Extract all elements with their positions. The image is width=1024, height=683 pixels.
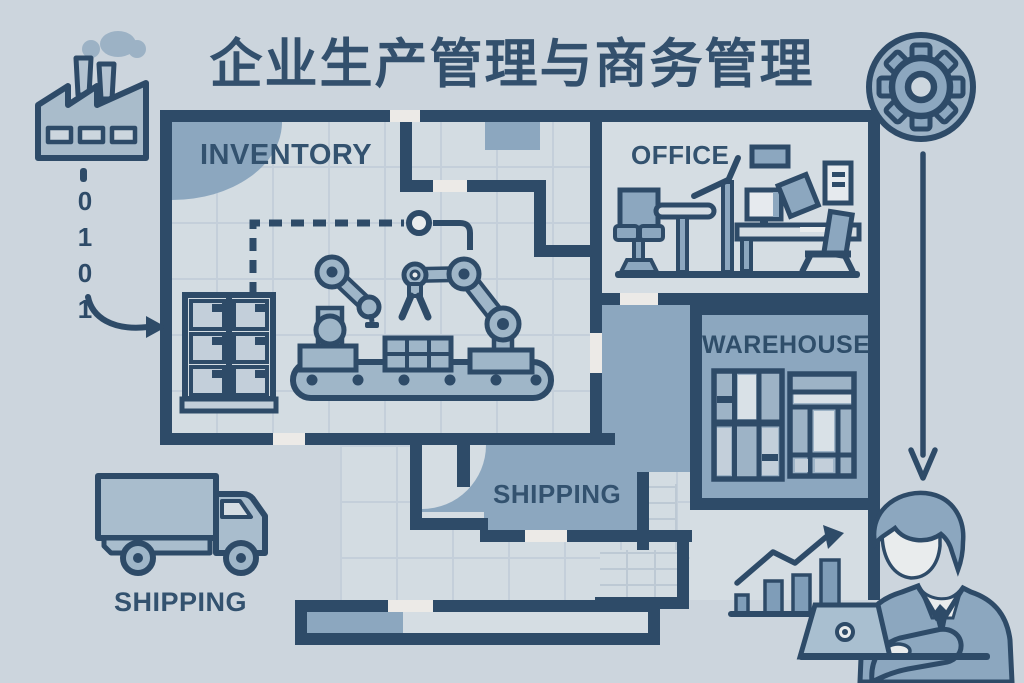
bottom-room-loading-zone — [307, 612, 403, 633]
corridor-floor-upper — [602, 305, 690, 472]
room-label-office: OFFICE — [631, 140, 730, 170]
wall-warehouse-bottom — [690, 498, 868, 510]
door-gap-main-vertical — [590, 333, 602, 373]
door-gap-inventory-bottom — [273, 433, 305, 445]
wall-warehouse-top — [690, 303, 868, 315]
room-label-shipping: SHIPPING — [493, 479, 622, 509]
wall-shipping-left — [410, 445, 422, 530]
standing-desk — [653, 155, 741, 274]
wall-left — [160, 110, 172, 445]
hair — [871, 490, 966, 577]
wall-notch-vertical-a — [400, 122, 412, 186]
room-label-inventory: INVENTORY — [200, 139, 373, 171]
wall-top — [160, 110, 880, 122]
wall-bottomroom-top — [295, 600, 660, 612]
door-gap-office-bottom — [620, 293, 658, 305]
smoke-icon — [82, 31, 146, 58]
page-title: 企业生产管理与商务管理 — [209, 35, 815, 94]
wall-bottomroom-bottom — [295, 633, 660, 645]
curved-arrow-icon — [85, 294, 166, 338]
gear-icon — [876, 42, 966, 132]
office-chair-left — [613, 187, 665, 274]
wall-shipping-step — [410, 518, 488, 530]
wall-nook-left — [637, 472, 649, 550]
door-gap-top-wall — [390, 110, 420, 122]
door-gap-bottomroom — [388, 600, 433, 612]
wall-shipping-bottom — [480, 530, 692, 542]
hallway-deco-square — [485, 122, 540, 150]
room-label-warehouse: WAREHOUSE — [702, 331, 871, 359]
wall-notch-horizontal-d — [534, 245, 602, 257]
door-gap-shipping-bottom — [525, 530, 567, 542]
laptop-icon — [796, 602, 894, 660]
wall-office-bottom — [602, 293, 868, 305]
wall-stub-a — [457, 445, 470, 487]
door-gap-notch — [433, 180, 467, 192]
factory-icon — [35, 31, 149, 161]
shipping-caption: SHIPPING — [114, 587, 248, 617]
tilted-screen — [774, 171, 822, 220]
desk-line — [798, 653, 990, 660]
businessman-laptop-icon — [728, 490, 1015, 683]
storage-shelf-icon — [179, 292, 279, 414]
wall-notch-vertical-c — [534, 180, 546, 257]
data-stream-tick — [80, 168, 87, 182]
robot-arm-left-icon — [297, 254, 382, 373]
office-floor-line — [615, 271, 860, 278]
belt-crates — [382, 335, 454, 373]
wall-warehouse-left — [690, 303, 702, 510]
down-arrow-icon — [908, 151, 938, 481]
robot-arm-right-icon — [398, 256, 535, 375]
wall-notch-horizontal-b — [400, 180, 546, 192]
wall-shipping-top — [410, 433, 615, 445]
wall-right — [868, 110, 880, 600]
office-desk-icon — [613, 144, 862, 278]
wall-inventory-bottom — [160, 433, 470, 445]
process-path — [249, 210, 473, 295]
wall-picture — [749, 144, 791, 169]
binary-data-stream: 0101 — [70, 186, 100, 330]
inventory-scene — [179, 210, 554, 414]
warehouse-rack-icon — [711, 368, 857, 482]
office-chair-right — [799, 208, 856, 274]
brick-floor-patch-lower — [600, 550, 677, 600]
wall-brick-right — [677, 540, 689, 608]
growth-chart-icon — [728, 525, 850, 617]
process-path-node — [406, 210, 432, 236]
delivery-truck-icon — [95, 473, 268, 576]
gear-badge — [866, 32, 976, 142]
